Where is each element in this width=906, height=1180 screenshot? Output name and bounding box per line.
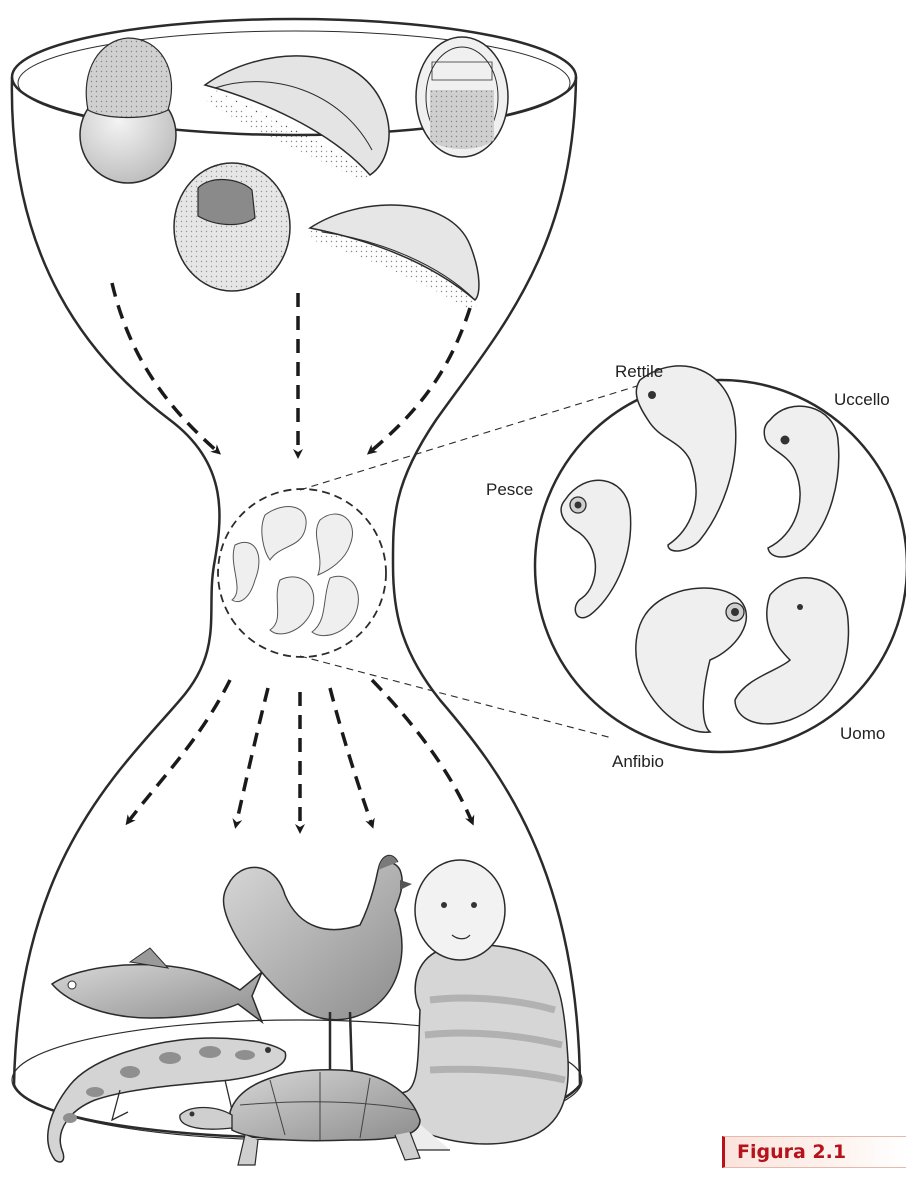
eggs-group (80, 37, 508, 310)
arrow-right-upper (370, 308, 470, 452)
adults-group (48, 855, 568, 1165)
figure-caption-box: Figura 2.1 (722, 1136, 906, 1168)
label-uomo: Uomo (840, 724, 885, 743)
baby-icon (391, 860, 568, 1150)
arrow-left-upper (112, 283, 218, 452)
label-uccello: Uccello (834, 390, 890, 409)
figure-caption: Figura 2.1 (737, 1141, 846, 1163)
fish-icon (52, 948, 262, 1022)
lower-arrows (128, 680, 472, 830)
upper-arrows (112, 283, 470, 455)
baby-head (415, 860, 505, 960)
bird-egg-slice-icon (205, 56, 389, 180)
turtle-icon (180, 1070, 420, 1165)
arrow-amphibian (236, 688, 268, 825)
magnified-embryos (535, 366, 906, 752)
arrow-bird (330, 688, 372, 825)
sea-urchin-egg-icon (416, 37, 508, 157)
frog-egg-icon (80, 38, 176, 183)
amphibian-egg-icon (174, 163, 290, 291)
label-pesce: Pesce (486, 480, 533, 499)
embryo-cluster (218, 489, 386, 657)
label-rettile: Rettile (615, 362, 663, 381)
label-anfibio: Anfibio (612, 752, 664, 771)
reptile-egg-slice-icon (310, 205, 479, 310)
arrow-human (372, 680, 472, 822)
